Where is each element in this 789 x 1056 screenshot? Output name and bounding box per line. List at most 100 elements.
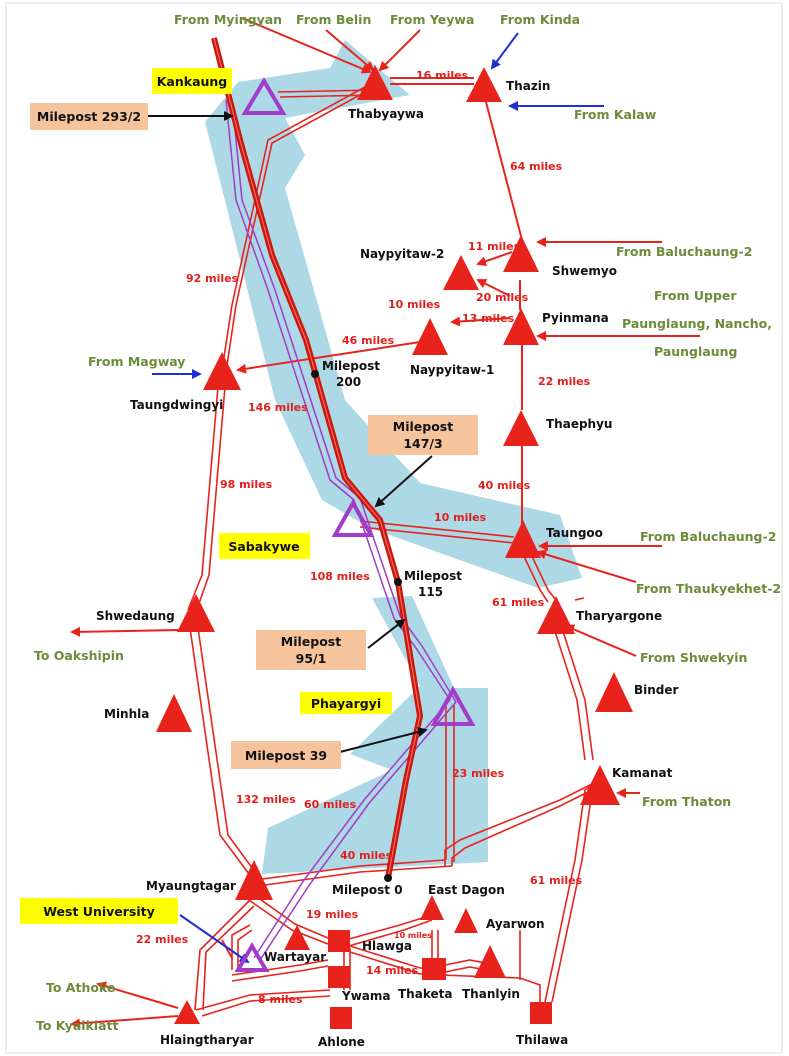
myaungtagar-label: Myaungtagar [146, 879, 236, 893]
kankaung-box [152, 68, 232, 94]
distance-61-miles-a: 61 miles [492, 596, 545, 609]
station-markers [156, 65, 633, 1024]
milepost-293-box [30, 103, 148, 130]
distance-40-miles-a: 40 miles [478, 479, 531, 492]
distance-16-miles: 16 miles [416, 69, 469, 82]
ywama-label: Ywama [341, 989, 390, 1003]
from-kinda-label: From Kinda [500, 12, 580, 27]
milepost-115-dot [394, 578, 402, 586]
milepost-115-label-2: 115 [418, 585, 443, 599]
distance-11-miles: 11 miles [468, 240, 521, 253]
terminal-markers [328, 930, 552, 1029]
taungoo-marker [505, 520, 541, 558]
distance-10-miles-c: 10 miles [394, 931, 432, 940]
from-thaukyekhet-2-label: From Thaukyekhet-2 [636, 581, 781, 596]
distance-10-miles-b: 10 miles [434, 511, 487, 524]
to-oakshipin-label: To Oakshipin [34, 648, 124, 663]
milepost-147-box [368, 415, 478, 455]
thazin-label: Thazin [506, 79, 550, 93]
milepost-95-box [256, 630, 366, 670]
thanlyin-marker [474, 945, 506, 978]
from-upper-label-2: Paunglaung, Nancho, [622, 316, 772, 331]
blue-inflows [152, 32, 604, 964]
thazin-marker [466, 67, 502, 102]
sabakywe-label: Sabakywe [228, 539, 299, 554]
thaketa-marker [422, 958, 446, 980]
distance-13-miles: 13 miles [462, 312, 515, 325]
phayargyi-marker [430, 685, 476, 726]
milepost-0-dot [384, 874, 392, 882]
from-baluchaung-2-top-label: From Baluchaung-2 [616, 244, 752, 259]
binder-marker [595, 672, 633, 712]
from-kalaw-label: From Kalaw [574, 107, 657, 122]
kamanat-marker [580, 765, 620, 805]
naypyitaw-2-marker [443, 255, 479, 290]
distance-98-miles: 98 miles [220, 478, 273, 491]
thilawa-marker [530, 1002, 552, 1024]
from-belin-label: From Belin [296, 12, 371, 27]
minhla-label: Minhla [104, 707, 149, 721]
ahlone-label: Ahlone [318, 1035, 365, 1049]
thabyaywa-marker [357, 65, 393, 100]
tharyargone-label: Tharyargone [576, 609, 662, 623]
from-upper-label-3: Paunglaung [654, 344, 737, 359]
from-myingyan-label: From Myingyan [174, 12, 282, 27]
distance-22-miles-b: 22 miles [136, 933, 189, 946]
sabakywe-marker [331, 498, 375, 537]
west-university-box [20, 898, 178, 924]
milepost-293-label: Milepost 293/2 [37, 109, 141, 124]
shwemyo-marker [503, 235, 539, 272]
milepost-95-label-2: 95/1 [296, 651, 327, 666]
distance-132-miles: 132 miles [236, 793, 296, 806]
sabakywe-box [219, 533, 310, 559]
main-pipeline-highlight [213, 37, 421, 879]
thaephyu-label: Thaephyu [546, 417, 612, 431]
distance-146-miles: 146 miles [248, 401, 308, 414]
from-magway-label: From Magway [88, 354, 185, 369]
pyinmana-label: Pyinmana [542, 311, 609, 325]
from-yeywa-label: From Yeywa [390, 12, 474, 27]
west-university-marker [234, 942, 270, 972]
wartayar-label: Wartayar [264, 950, 326, 964]
distance-22-miles-a: 22 miles [538, 375, 591, 388]
milepost-95-label-1: Milepost [281, 634, 341, 649]
naypyitaw-1-marker [412, 318, 448, 355]
milepost-39-label: Milepost 39 [245, 748, 327, 763]
branch-lines [70, 17, 700, 1029]
ayarwon-label: Ayarwon [486, 917, 545, 931]
thilawa-label: Thilawa [516, 1033, 568, 1047]
hlawga-marker [328, 930, 350, 952]
from-upper-label-1: From Upper [654, 288, 737, 303]
minhla-marker [156, 694, 192, 732]
from-baluchaung-2-mid-label: From Baluchaung-2 [640, 529, 776, 544]
distance-10-miles-a: 10 miles [388, 298, 441, 311]
milepost-200-label-2: 200 [336, 375, 361, 389]
kamanat-label: Kamanat [612, 766, 673, 780]
gas-markers [234, 77, 476, 972]
kankaung-marker [241, 77, 287, 115]
milepost-115-label-1: Milepost [404, 569, 462, 583]
distance-46-miles: 46 miles [342, 334, 395, 347]
distance-19-miles: 19 miles [306, 908, 359, 921]
ywama-marker [328, 966, 350, 988]
milepost-39-box [231, 741, 341, 769]
to-kyaiklatt-label: To Kyaiklatt [36, 1018, 119, 1033]
distance-64-miles: 64 miles [510, 160, 563, 173]
milepost-147-label-1: Milepost [393, 419, 453, 434]
purple-gas-line [225, 99, 457, 961]
distance-108-miles: 108 miles [310, 570, 370, 583]
hlaingtharyar-label: Hlaingtharyar [160, 1033, 254, 1047]
milepost-147-label-2: 147/3 [403, 436, 442, 451]
distance-60-miles: 60 miles [304, 798, 357, 811]
highlight-corridors [205, 40, 582, 874]
east-dagon-marker [420, 895, 444, 920]
distance-14-miles: 14 miles [366, 964, 419, 977]
distance-92-miles: 92 miles [186, 272, 239, 285]
callout-arrows [148, 111, 433, 753]
shwedaung-marker [177, 594, 215, 632]
phayargyi-label: Phayargyi [311, 696, 381, 711]
tharyargone-marker [537, 596, 575, 634]
distance-8-miles: 8 miles [258, 993, 303, 1006]
taungoo-label: Taungoo [546, 526, 603, 540]
